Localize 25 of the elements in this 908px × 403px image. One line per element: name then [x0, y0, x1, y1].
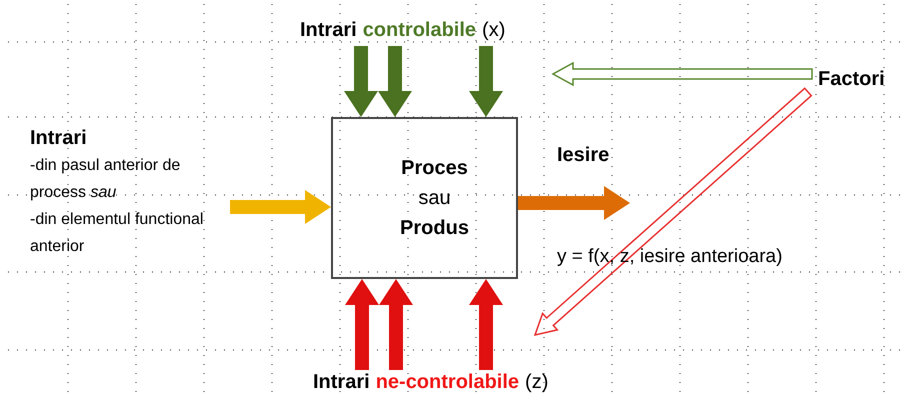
box-text: sau	[418, 188, 451, 208]
arrow	[518, 186, 630, 220]
process-box	[331, 117, 518, 279]
bullet-text: -din elementul functional anterior	[30, 210, 204, 257]
heading-text: Intrari	[300, 20, 357, 40]
hollow-arrow	[534, 87, 812, 336]
box-text: Produs	[400, 218, 469, 238]
arrow	[469, 46, 503, 117]
box-text: Proces	[401, 158, 468, 178]
heading-text: Intrari	[30, 126, 88, 151]
heading-text: controlabile	[362, 20, 476, 40]
arrow	[469, 279, 503, 370]
output-label: Iesire	[557, 143, 610, 168]
arrow	[379, 279, 413, 370]
heading-text: (x)	[482, 20, 506, 40]
factor-label: Factori	[818, 68, 885, 90]
heading-text: ne-controlabile	[376, 372, 520, 392]
arrow	[344, 46, 378, 117]
bullet-text: -din pasul anterior de process sau	[30, 156, 182, 203]
arrow	[345, 279, 379, 370]
heading-text: (z)	[525, 372, 548, 392]
hollow-arrow	[551, 62, 813, 86]
arrow	[378, 46, 412, 117]
arrow	[230, 190, 331, 224]
heading-text: Intrari	[313, 372, 370, 392]
